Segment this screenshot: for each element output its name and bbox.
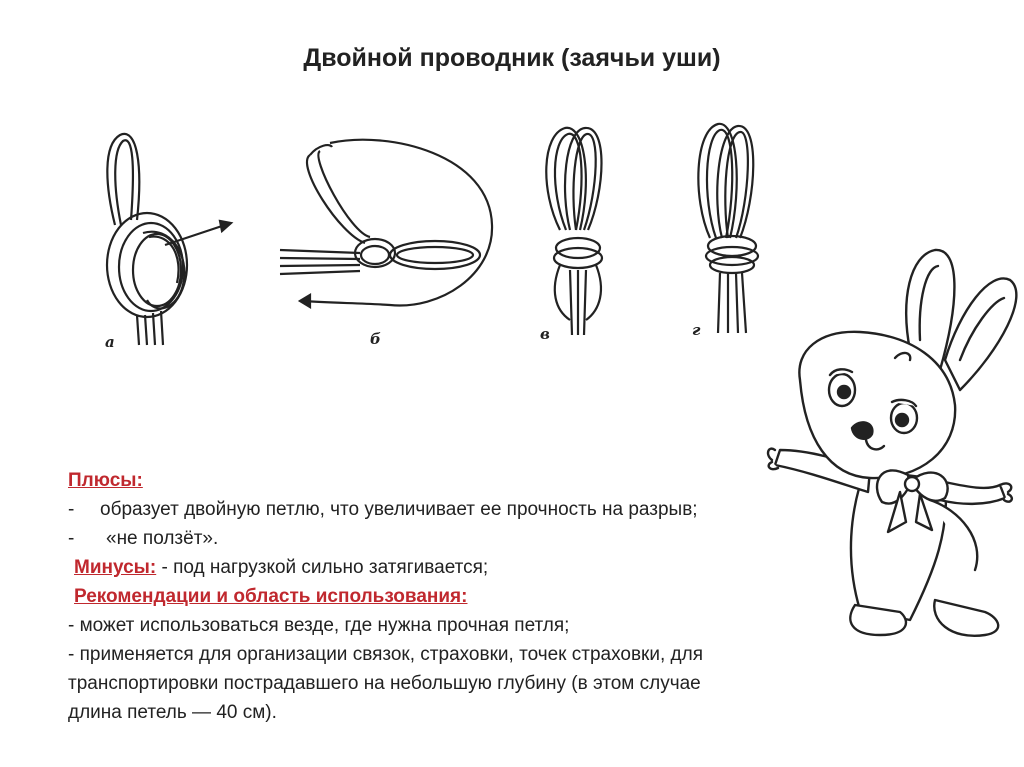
- slide-title: Двойной проводник (заячьи уши): [303, 44, 721, 72]
- knot-diagram-b-icon: [279, 138, 494, 309]
- bunny-mascot-icon: [766, 248, 1018, 637]
- content-text: Плюсы: - образует двойную петлю, что увел…: [68, 466, 868, 727]
- knot-figure-b: б: [270, 125, 500, 348]
- knot-diagram-a-icon: [105, 132, 234, 346]
- recommendation-line: транспортировки пострадавшего на небольш…: [68, 673, 701, 694]
- recommendation-line: - применяется для организации связок, ст…: [68, 644, 703, 665]
- figure-label-a: а: [105, 333, 115, 351]
- pros-item-text: «не ползёт».: [106, 528, 219, 549]
- recommendation-line: длина петель — 40 см).: [68, 702, 277, 723]
- pros-item-dash: -: [68, 528, 75, 549]
- pros-item-dash: -: [68, 499, 75, 520]
- knot-diagram-g-icon: [697, 122, 760, 334]
- cons-heading: Минусы:: [74, 557, 157, 578]
- cons-text: - под нагрузкой сильно затягивается;: [156, 557, 489, 578]
- figure-label-g: г: [692, 321, 701, 339]
- knot-diagram-v-icon: [545, 126, 604, 336]
- knot-figure-v: в: [530, 120, 630, 350]
- figure-label-v: в: [540, 325, 550, 343]
- knot-figure-g: г: [680, 118, 780, 348]
- pros-item: - «не ползёт».: [68, 524, 868, 553]
- bunny-illustration: [760, 240, 1024, 655]
- recommendations-heading: Рекомендации и область использования:: [74, 586, 468, 607]
- recommendation-line: - может использоваться везде, где нужна …: [68, 615, 570, 636]
- pros-item: - образует двойную петлю, что увеличивает…: [68, 495, 868, 524]
- knot-figure-a: а: [95, 125, 255, 355]
- pros-heading: Плюсы:: [68, 470, 143, 491]
- figure-label-b: б: [370, 330, 381, 348]
- pros-item-text: образует двойную петлю, что увеличивает …: [100, 499, 698, 520]
